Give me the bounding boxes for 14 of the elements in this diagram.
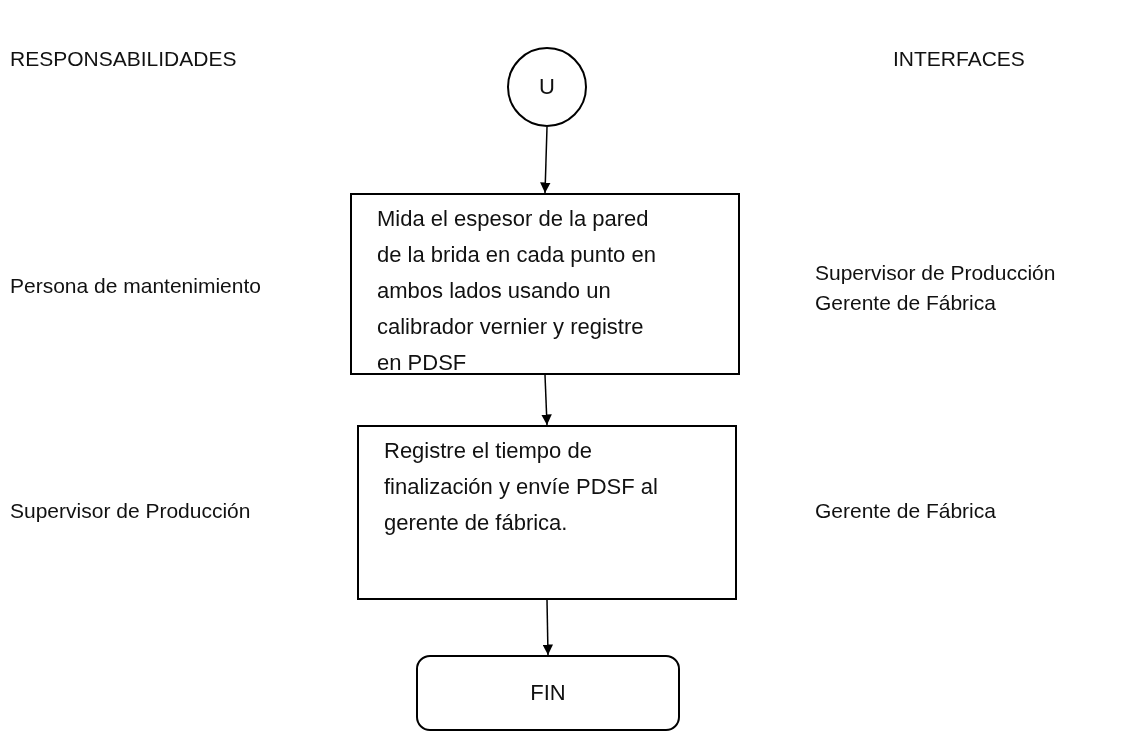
process-box: Registre el tiempo de finalización y envíe PDSF al gerente de fábrica. [357,425,737,600]
arrow [540,126,551,194]
role-label: Gerente de Fábrica [815,290,996,316]
role-label: Supervisor de Producción [815,260,1056,286]
column-heading: RESPONSABILIDADES [10,46,237,72]
role-label: Persona de mantenimiento [10,273,261,299]
terminator-box: FIN [416,655,680,731]
column-heading: INTERFACES [893,46,1025,72]
role-label: Gerente de Fábrica [815,498,996,524]
connector-circle: U [507,47,587,127]
role-label: Supervisor de Producción [10,498,251,524]
arrow [542,599,554,656]
process-box: Mida el espesor de la pared de la brida en cada punto en ambos lados usando un calibrador vernier y registre en PDSF [350,193,740,375]
arrow [541,374,552,426]
